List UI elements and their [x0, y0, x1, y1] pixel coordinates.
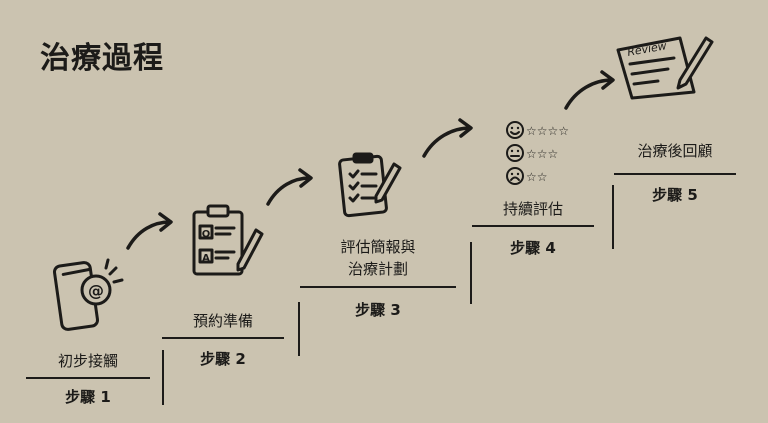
step-4-divider — [472, 225, 594, 227]
svg-text:☆☆: ☆☆ — [526, 170, 548, 184]
svg-text:☆☆☆☆: ☆☆☆☆ — [526, 124, 569, 138]
step-3-label: 評估簡報與 治療計劃 — [300, 236, 456, 280]
phone-email-icon: @ — [52, 258, 124, 331]
stair-riser-4 — [612, 185, 614, 249]
clipboard-qa-icon: Q A — [192, 204, 264, 276]
step-5-label: 治療後回顧 — [637, 142, 713, 160]
step-5-divider — [614, 173, 736, 175]
svg-text:@: @ — [88, 281, 104, 300]
arrow-icon — [126, 212, 173, 250]
svg-text:Q: Q — [202, 229, 211, 240]
step-2-divider — [162, 337, 284, 339]
step-1-divider — [26, 377, 150, 379]
step-4-label: 持續評估 — [502, 200, 563, 218]
page-title: 治療過程 — [40, 41, 164, 76]
review-paper-text: Review — [626, 39, 667, 59]
svg-text:☆☆☆: ☆☆☆ — [526, 147, 558, 161]
checklist-clipboard-icon — [338, 152, 402, 218]
step-1-number: 步驟 1 — [65, 388, 111, 406]
arrow-icon — [266, 168, 313, 206]
stair-riser-1 — [162, 350, 164, 405]
arrow-icon — [422, 118, 473, 158]
step-3-divider — [300, 286, 456, 288]
step-4-number: 步驟 4 — [510, 239, 556, 257]
step-5-number: 步驟 5 — [652, 186, 698, 204]
step-2-number: 步驟 2 — [200, 350, 246, 368]
step-3-label-line-2: 治療計劃 — [347, 260, 408, 278]
rating-faces-icon: ☆☆☆☆ ☆☆☆ ☆☆ — [506, 121, 569, 185]
review-paper-icon: Review — [616, 36, 714, 100]
arrow-icon — [564, 70, 615, 110]
step-2-label: 預約準備 — [192, 312, 253, 330]
step-3-number: 步驟 3 — [355, 301, 401, 319]
step-1-label: 初步接觸 — [57, 352, 118, 370]
svg-text:A: A — [202, 253, 210, 264]
stair-riser-3 — [470, 242, 472, 304]
step-3-label-line-1: 評估簡報與 — [340, 238, 416, 256]
stair-riser-2 — [298, 302, 300, 356]
